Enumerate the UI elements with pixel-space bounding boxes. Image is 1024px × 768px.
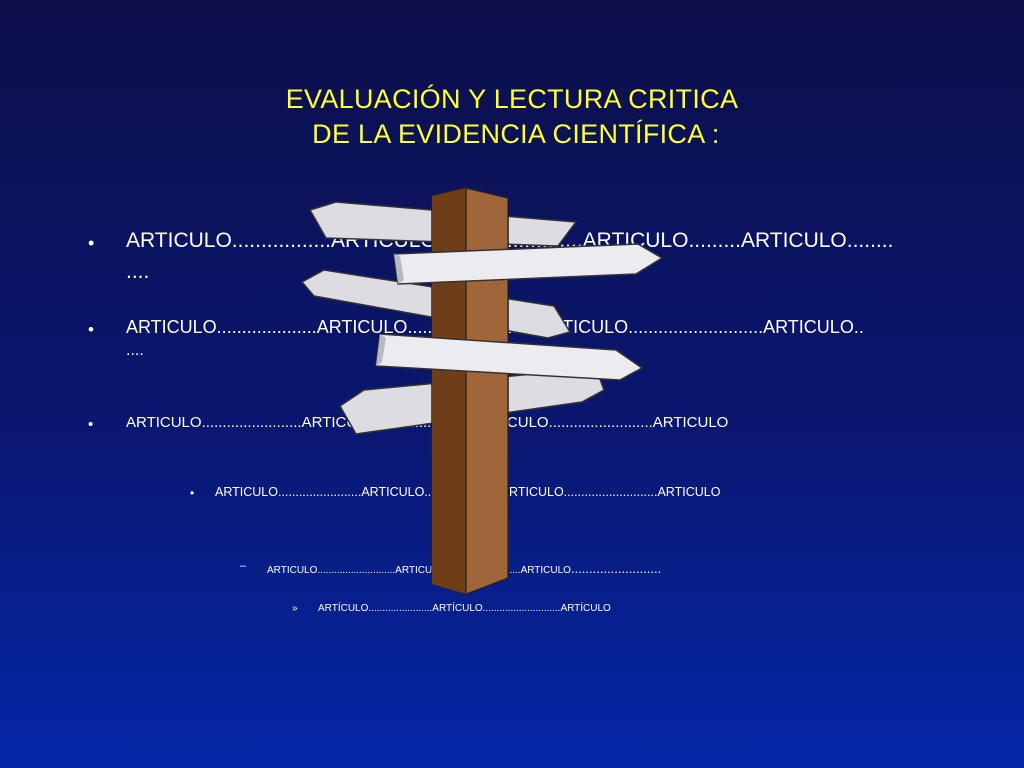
bullet-icon: • xyxy=(88,416,94,433)
signpost-board-4 xyxy=(375,333,644,381)
item-continuation: .... xyxy=(126,260,150,283)
bullet-icon: • xyxy=(88,233,95,253)
signpost-post-shade xyxy=(432,188,466,594)
item-text: ARTÍCULO.......................ARTÍCULO.… xyxy=(318,603,611,614)
dash-icon: – xyxy=(240,560,247,572)
bullet-icon: • xyxy=(190,486,195,500)
guillemet-icon: » xyxy=(292,603,298,614)
title-line-1: EVALUACIÓN Y LECTURA CRITICA xyxy=(285,84,739,114)
item-text: ARTICULO............................ARTI… xyxy=(267,561,662,576)
item-continuation: .... xyxy=(126,342,144,359)
bullet-icon: • xyxy=(88,320,94,339)
slide-title: EVALUACIÓN Y LECTURA CRITICA DE LA EVIDE… xyxy=(0,82,1024,152)
signpost-post-face xyxy=(465,187,509,595)
signpost-icon xyxy=(300,187,664,595)
title-line-2: DE LA EVIDENCIA CIENTÍFICA : xyxy=(304,119,720,149)
